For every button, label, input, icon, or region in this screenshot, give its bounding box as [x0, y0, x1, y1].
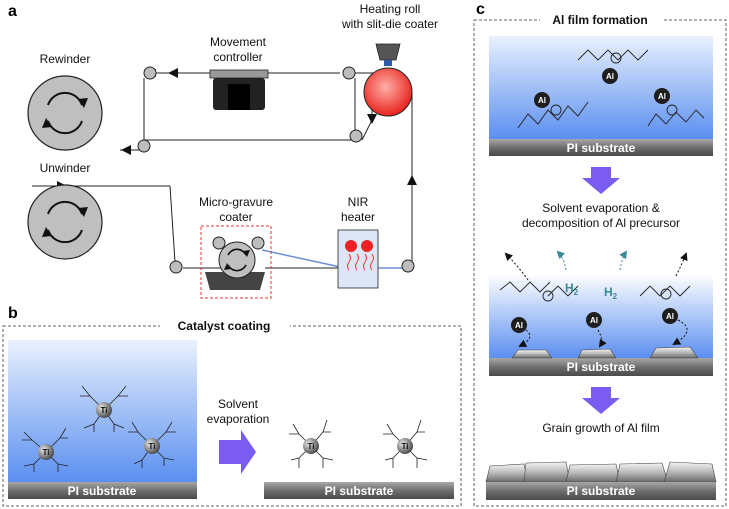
al-precursors-top [517, 49, 705, 129]
escape-arrows [504, 250, 688, 348]
guide-rollers [137, 66, 415, 274]
path-arrow-rewinder [121, 145, 131, 155]
rewinder [27, 75, 103, 151]
path-arrow-down [367, 114, 377, 124]
ti-atoms-right [303, 438, 413, 454]
metal-labels: Ti Ti Ti Ti Ti Al Al Al Al Al Al [43, 72, 674, 457]
svg-text:Ti: Ti [402, 442, 409, 451]
step2-arrow [582, 387, 620, 414]
svg-text:Ti: Ti [43, 448, 50, 457]
gravure-label-1: Micro-gravure [199, 195, 273, 209]
evaporation-label-1: Solvent [218, 397, 259, 411]
decomposition-products [499, 281, 691, 302]
step1-arrow [582, 167, 620, 194]
panel-c-title: Al film formation [552, 13, 647, 27]
svg-text:Al: Al [658, 92, 666, 101]
panel-c-label: c [476, 1, 485, 18]
path-arrow-left-top [168, 68, 178, 78]
movement-controller [209, 69, 269, 110]
evaporation-arrow [219, 430, 256, 474]
panel-b-label: b [8, 305, 18, 322]
heating-label-1: Heating roll [360, 2, 421, 16]
svg-text:Al: Al [590, 316, 598, 325]
top-solution [489, 36, 713, 139]
substrate-top [489, 139, 713, 156]
ti-precursors-right [289, 419, 428, 468]
al-atoms-mid [511, 308, 678, 333]
nir-label-2: heater [341, 210, 375, 224]
rewinder-label: Rewinder [40, 52, 91, 66]
step2-label: Grain growth of Al film [542, 421, 659, 435]
svg-text:Al: Al [515, 321, 523, 330]
al-atoms-top [534, 68, 670, 108]
panel-c: c Al film formation PI substrate Solvent… [473, 1, 727, 507]
substrate-top-label: PI substrate [567, 141, 636, 155]
unwinder [27, 184, 103, 260]
movement-label-2: controller [213, 50, 262, 64]
substrate-left [8, 482, 197, 499]
heating-label-2: with slit-die coater [341, 17, 438, 31]
svg-text:Ti: Ti [101, 406, 108, 415]
svg-text:Ti: Ti [149, 442, 156, 451]
panel-b-title: Catalyst coating [178, 319, 271, 333]
substrate-right-label: PI substrate [325, 484, 394, 498]
ti-precursors-left [22, 385, 176, 472]
movement-label-1: Movement [210, 35, 267, 49]
svg-text:Ti: Ti [308, 442, 315, 451]
gravure-label-2: coater [219, 210, 252, 224]
svg-text:Al: Al [666, 312, 674, 321]
h2-labels: H2 H2 [565, 281, 618, 301]
substrate-mid-label: PI substrate [567, 360, 636, 374]
path-arrow-up [407, 175, 417, 185]
substrate-mid [489, 358, 713, 376]
svg-text:Al: Al [538, 96, 546, 105]
panel-a: a [8, 2, 438, 299]
micro-gravure-coater [200, 225, 272, 299]
al-film-grains [485, 461, 717, 483]
panel-b: b Catalyst coating PI substrate Solvent … [2, 305, 462, 507]
substrate-bottom [486, 482, 716, 500]
nir-heater [337, 229, 379, 289]
substrate-right [264, 482, 454, 499]
svg-text:H2: H2 [565, 281, 579, 297]
middle-solution [489, 274, 713, 358]
heating-roll [363, 43, 413, 117]
al-islands [511, 346, 699, 359]
unwinder-label: Unwinder [40, 161, 91, 175]
ti-atoms-left [38, 402, 160, 460]
evaporation-label-2: evaporation [207, 412, 270, 426]
svg-text:H2: H2 [604, 285, 618, 301]
step1-label-2: decomposition of Al precursor [522, 216, 680, 230]
coated-film [261, 249, 346, 269]
substrate-left-label: PI substrate [68, 484, 137, 498]
panel-a-label: a [8, 3, 17, 20]
substrate-bottom-label: PI substrate [567, 484, 636, 498]
nir-label-1: NIR [348, 195, 369, 209]
svg-text:Al: Al [606, 72, 614, 81]
step1-label-1: Solvent evaporation & [542, 201, 659, 215]
